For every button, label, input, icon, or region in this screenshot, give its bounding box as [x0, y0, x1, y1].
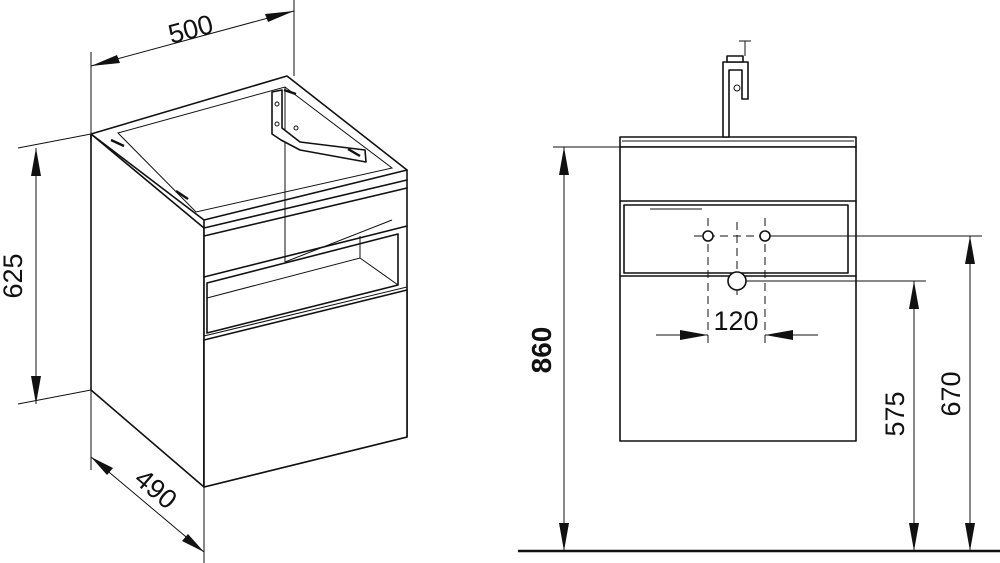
interior-floor-edge: [284, 219, 393, 263]
fixing-slot: [175, 190, 189, 200]
faucet-lever: [726, 55, 744, 63]
bracket-hole: [293, 125, 299, 131]
drain-hole: [727, 271, 747, 291]
dimension-hole-spacing: 120: [656, 306, 818, 340]
top-rail-bottom: [203, 225, 408, 278]
arrowhead: [765, 330, 793, 340]
dimension-line: [90, 456, 205, 553]
wall-bracket: [271, 89, 367, 163]
basin-top: [619, 136, 857, 148]
dimension-drain-height: 575: [746, 280, 926, 551]
extension-line: [17, 389, 92, 405]
arrowhead: [559, 523, 569, 551]
arrowhead: [31, 148, 41, 176]
extension-line: [17, 133, 92, 149]
arrowhead: [265, 11, 294, 22]
dimension-total-height: 860: [526, 146, 620, 551]
arrowhead: [965, 236, 975, 264]
front-elevation: [518, 40, 1000, 553]
isometric-cabinet: [90, 75, 408, 488]
dimension-total-height-label: 860: [526, 327, 557, 374]
arrowhead: [91, 55, 120, 66]
dimension-line: [90, 10, 295, 67]
dimension-drain-height-label: 575: [880, 391, 910, 436]
fixing-slot: [283, 88, 297, 96]
tap-hole-right: [759, 230, 771, 242]
arrowhead: [559, 147, 569, 175]
fixing-slot: [110, 138, 125, 148]
cabinet-rim-inner: [117, 86, 394, 213]
fixing-slot: [347, 147, 361, 158]
dimension-height-label: 625: [0, 253, 28, 298]
arrowhead: [965, 523, 975, 551]
arrowhead: [909, 523, 919, 551]
dimension-tap-hole-height-label: 670: [936, 371, 966, 416]
dimension-width-label: 500: [165, 9, 216, 50]
dimension-tap-hole-height: 670: [770, 235, 982, 551]
cabinet-front-elevation: [619, 146, 857, 442]
bracket-hole: [274, 121, 280, 127]
arrowhead: [909, 281, 919, 309]
drawer-front: [203, 289, 408, 488]
tap-hole-left: [702, 230, 714, 242]
faucet: [722, 61, 749, 138]
dimension-height: 625: [0, 133, 92, 405]
arrowhead: [182, 534, 204, 552]
dimension-hole-spacing-label: 120: [713, 306, 758, 336]
arrowhead: [31, 376, 41, 404]
arrowhead: [91, 457, 113, 475]
dimension-depth-label: 490: [129, 463, 183, 515]
drawer-gap: [203, 286, 408, 337]
faucet-aerator: [733, 84, 741, 92]
arrowhead: [680, 330, 708, 340]
bracket-hole: [274, 101, 280, 107]
top-rail-top: [203, 187, 408, 237]
